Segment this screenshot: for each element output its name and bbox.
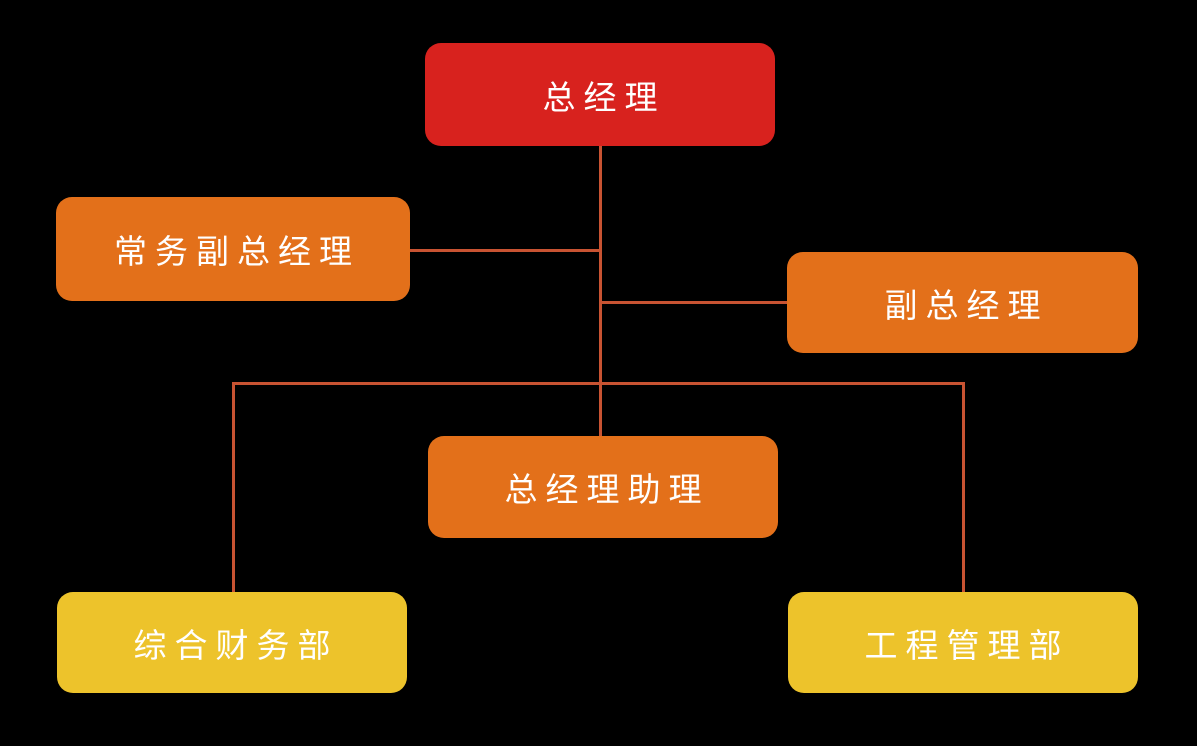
org-node-label: 副总经理 xyxy=(884,286,1049,324)
connector-to-deputy xyxy=(600,301,787,304)
connector-to-executive-deputy xyxy=(410,249,600,252)
connector-to-finance-department xyxy=(232,382,235,592)
connector-center-vertical xyxy=(599,146,602,436)
org-node-label: 总经理 xyxy=(542,78,666,116)
org-node-engineering-management-department: 工程管理部 xyxy=(788,592,1138,693)
org-node-label: 综合财务部 xyxy=(133,626,339,664)
org-node-general-finance-department: 综合财务部 xyxy=(57,592,407,693)
org-node-label: 总经理助理 xyxy=(504,471,710,508)
org-node-executive-deputy-general-manager: 常务副总经理 xyxy=(56,197,410,301)
org-node-general-manager: 总经理 xyxy=(425,43,775,146)
org-node-label: 工程管理部 xyxy=(864,626,1070,664)
org-node-label: 常务副总经理 xyxy=(114,233,360,270)
connector-bottom-rail xyxy=(232,382,965,385)
org-node-deputy-general-manager: 副总经理 xyxy=(787,252,1138,353)
connector-to-engineering-department xyxy=(962,382,965,592)
org-node-general-manager-assistant: 总经理助理 xyxy=(428,436,778,538)
